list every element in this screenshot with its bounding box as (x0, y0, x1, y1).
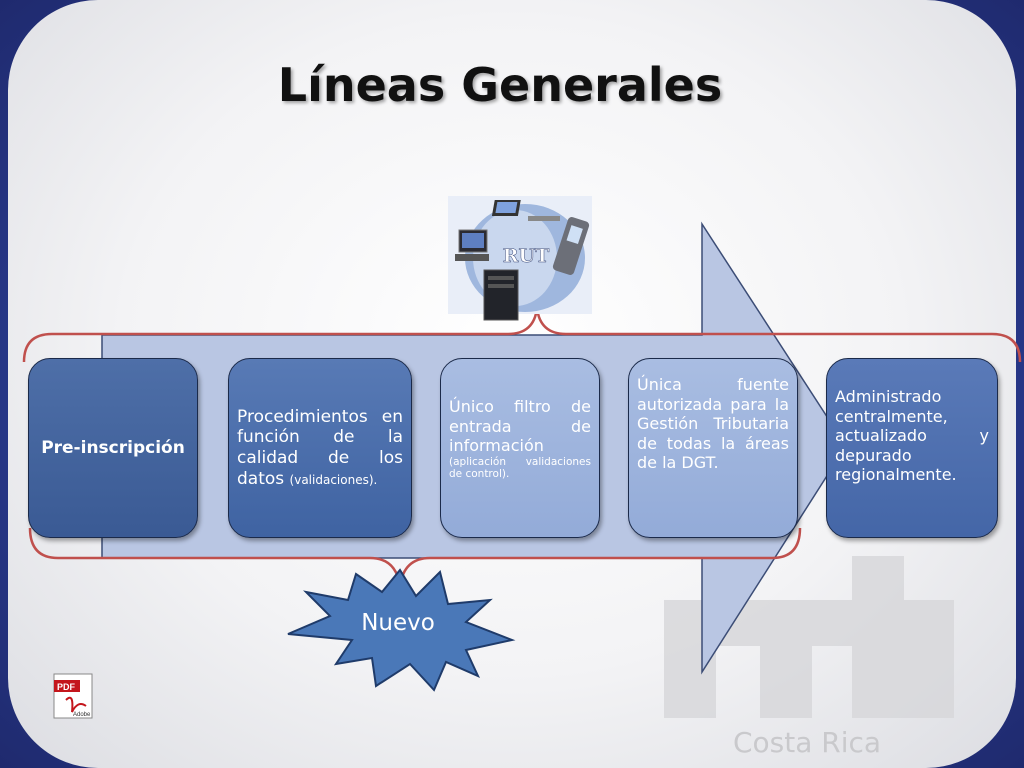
page-title: Líneas Generales (277, 58, 723, 112)
step-box-text: Único filtro de entrada de información (449, 397, 591, 456)
step-box-note: (aplicación validaciones de control). (449, 455, 591, 481)
step-box-note: (validaciones). (289, 472, 378, 487)
step-box-procedimientos: Procedimientos en función de la calidad … (228, 358, 412, 538)
step-box-text: Pre-inscripción (41, 437, 185, 458)
pdf-icon-label: PDF (57, 682, 76, 692)
step-box-filtro: Único filtro de entrada de información(a… (440, 358, 600, 538)
step-box-text: Procedimientos en función de la calidad … (237, 406, 403, 489)
rut-label: RUT (503, 245, 550, 267)
step-box-administrado: Administrado centralmente, actualizado y… (826, 358, 998, 538)
step-box-fuente: Única fuente autorizada para la Gestión … (628, 358, 798, 538)
step-box-text: Única fuente autorizada para la Gestión … (637, 375, 789, 473)
pdf-icon-vendor: Adobe (73, 712, 91, 718)
rut-picture: RUT (448, 196, 592, 321)
pdf-icon[interactable]: PDF Adobe (53, 673, 93, 719)
step-box-pre-inscripcion: Pre-inscripción (28, 358, 198, 538)
nuevo-badge-label: Nuevo (361, 610, 435, 636)
step-box-text: Administrado centralmente, actualizado y… (835, 387, 989, 485)
watermark-text: Costa Rica (733, 726, 882, 759)
nuevo-star (287, 568, 516, 692)
